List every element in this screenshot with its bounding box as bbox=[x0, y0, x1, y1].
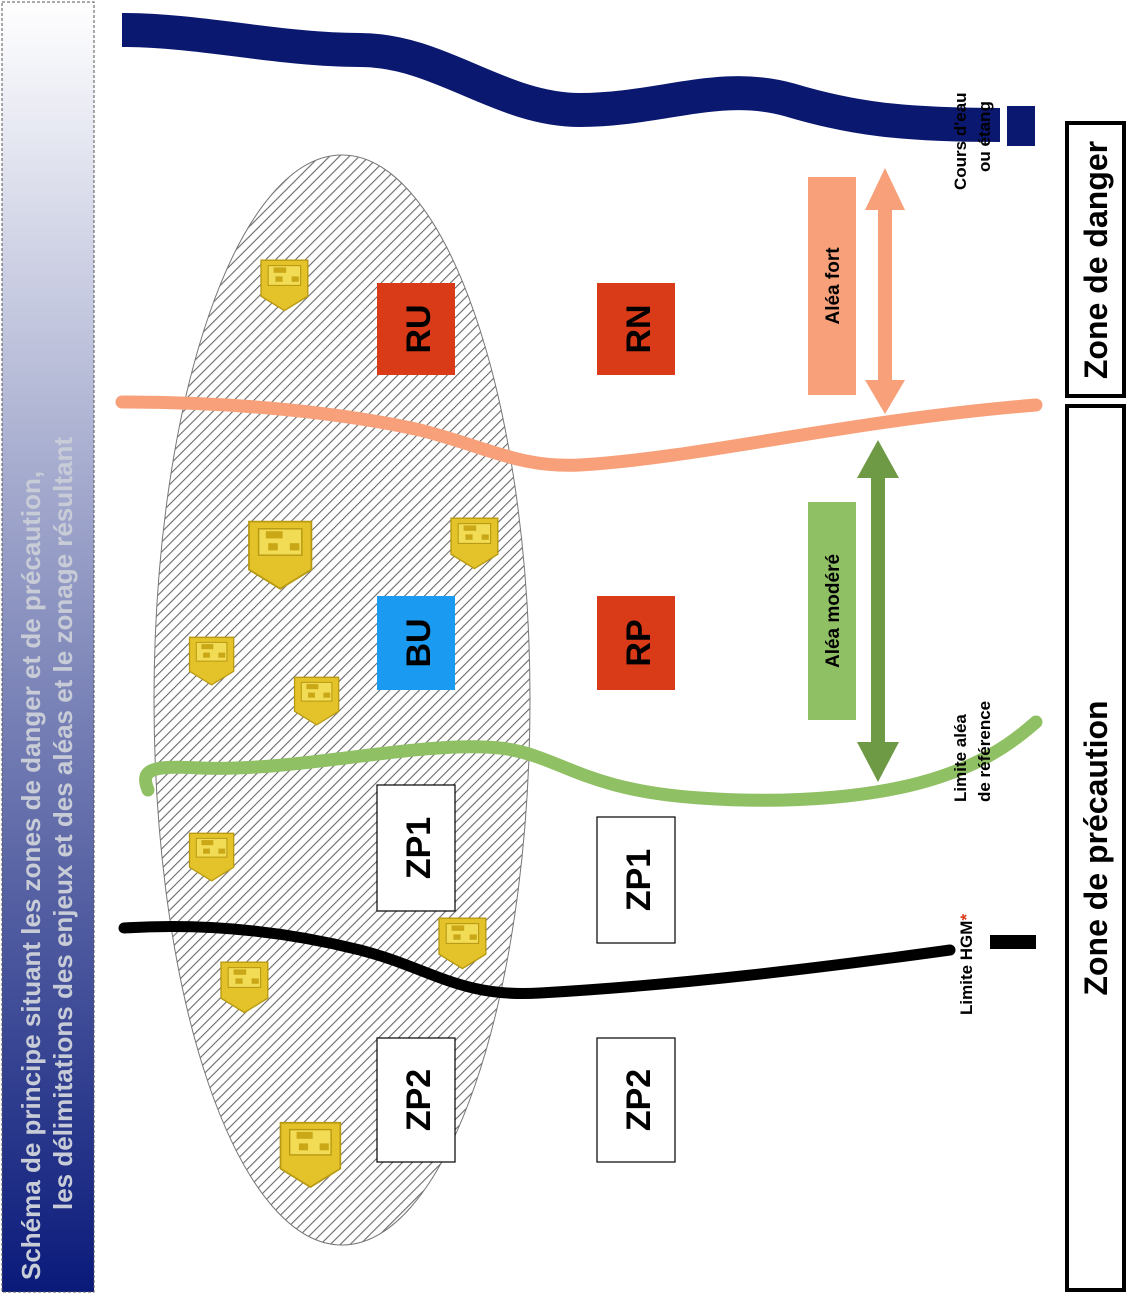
river-legend-mark bbox=[1007, 106, 1035, 146]
alea-fort-arrow bbox=[865, 168, 905, 414]
zone-zp1-inside-label: ZP1 bbox=[400, 817, 438, 879]
zone-zp1-inside-box bbox=[376, 784, 456, 912]
title-line-2: les délimitations des enjeux et des aléa… bbox=[48, 437, 78, 1210]
alea-fort-limit bbox=[115, 395, 1043, 472]
limite-alea-label-line2: de référence bbox=[975, 701, 994, 802]
cours-eau-label-line1: Cours d'eau bbox=[951, 92, 970, 190]
limite-hgm-label: Limite HGM* bbox=[957, 914, 976, 1015]
zone-rp-box bbox=[597, 596, 675, 690]
alea-modere-arrow bbox=[857, 440, 899, 782]
zone-zp1-outside-label: ZP1 bbox=[620, 849, 658, 911]
zone-danger-label: Zone de danger bbox=[1078, 141, 1114, 379]
zone-zp1-outside-box bbox=[596, 816, 676, 944]
zone-rp-label: RP bbox=[620, 619, 658, 666]
title-bar bbox=[1, 1, 95, 1293]
zone-rn-box bbox=[597, 283, 675, 375]
urban-area-ellipse bbox=[153, 154, 531, 1246]
title-line-1: Schéma de principe situant les zones de … bbox=[16, 471, 46, 1280]
zone-precaution-box bbox=[1065, 404, 1126, 1292]
hgm-limit bbox=[118, 921, 956, 1000]
zone-zp2-outside-box bbox=[596, 1037, 676, 1163]
hgm-legend-mark bbox=[990, 935, 1036, 949]
zone-ru-label: RU bbox=[400, 304, 438, 353]
alea-reference-limit bbox=[139, 715, 1043, 807]
zone-zp2-outside-label: ZP2 bbox=[620, 1069, 658, 1131]
alea-modere-label-box bbox=[808, 502, 856, 720]
river bbox=[121, 13, 1001, 142]
zone-bu-label: BU bbox=[400, 618, 438, 667]
zone-bu-box bbox=[377, 596, 455, 690]
limite-alea-label-line1: Limite aléa bbox=[951, 714, 970, 802]
zone-ru-box bbox=[377, 283, 455, 375]
cours-eau-label-line2: ou étang bbox=[975, 101, 994, 172]
zone-precaution-label: Zone de précaution bbox=[1078, 700, 1114, 995]
zone-zp2-inside-box bbox=[376, 1037, 456, 1163]
zone-zp2-inside-label: ZP2 bbox=[400, 1069, 438, 1131]
alea-modere-label: Aléa modéré bbox=[823, 554, 844, 668]
zone-danger-box bbox=[1065, 121, 1126, 398]
alea-fort-label: Aléa fort bbox=[823, 247, 844, 325]
zone-rn-label: RN bbox=[620, 304, 658, 353]
alea-fort-label-box bbox=[808, 177, 856, 395]
